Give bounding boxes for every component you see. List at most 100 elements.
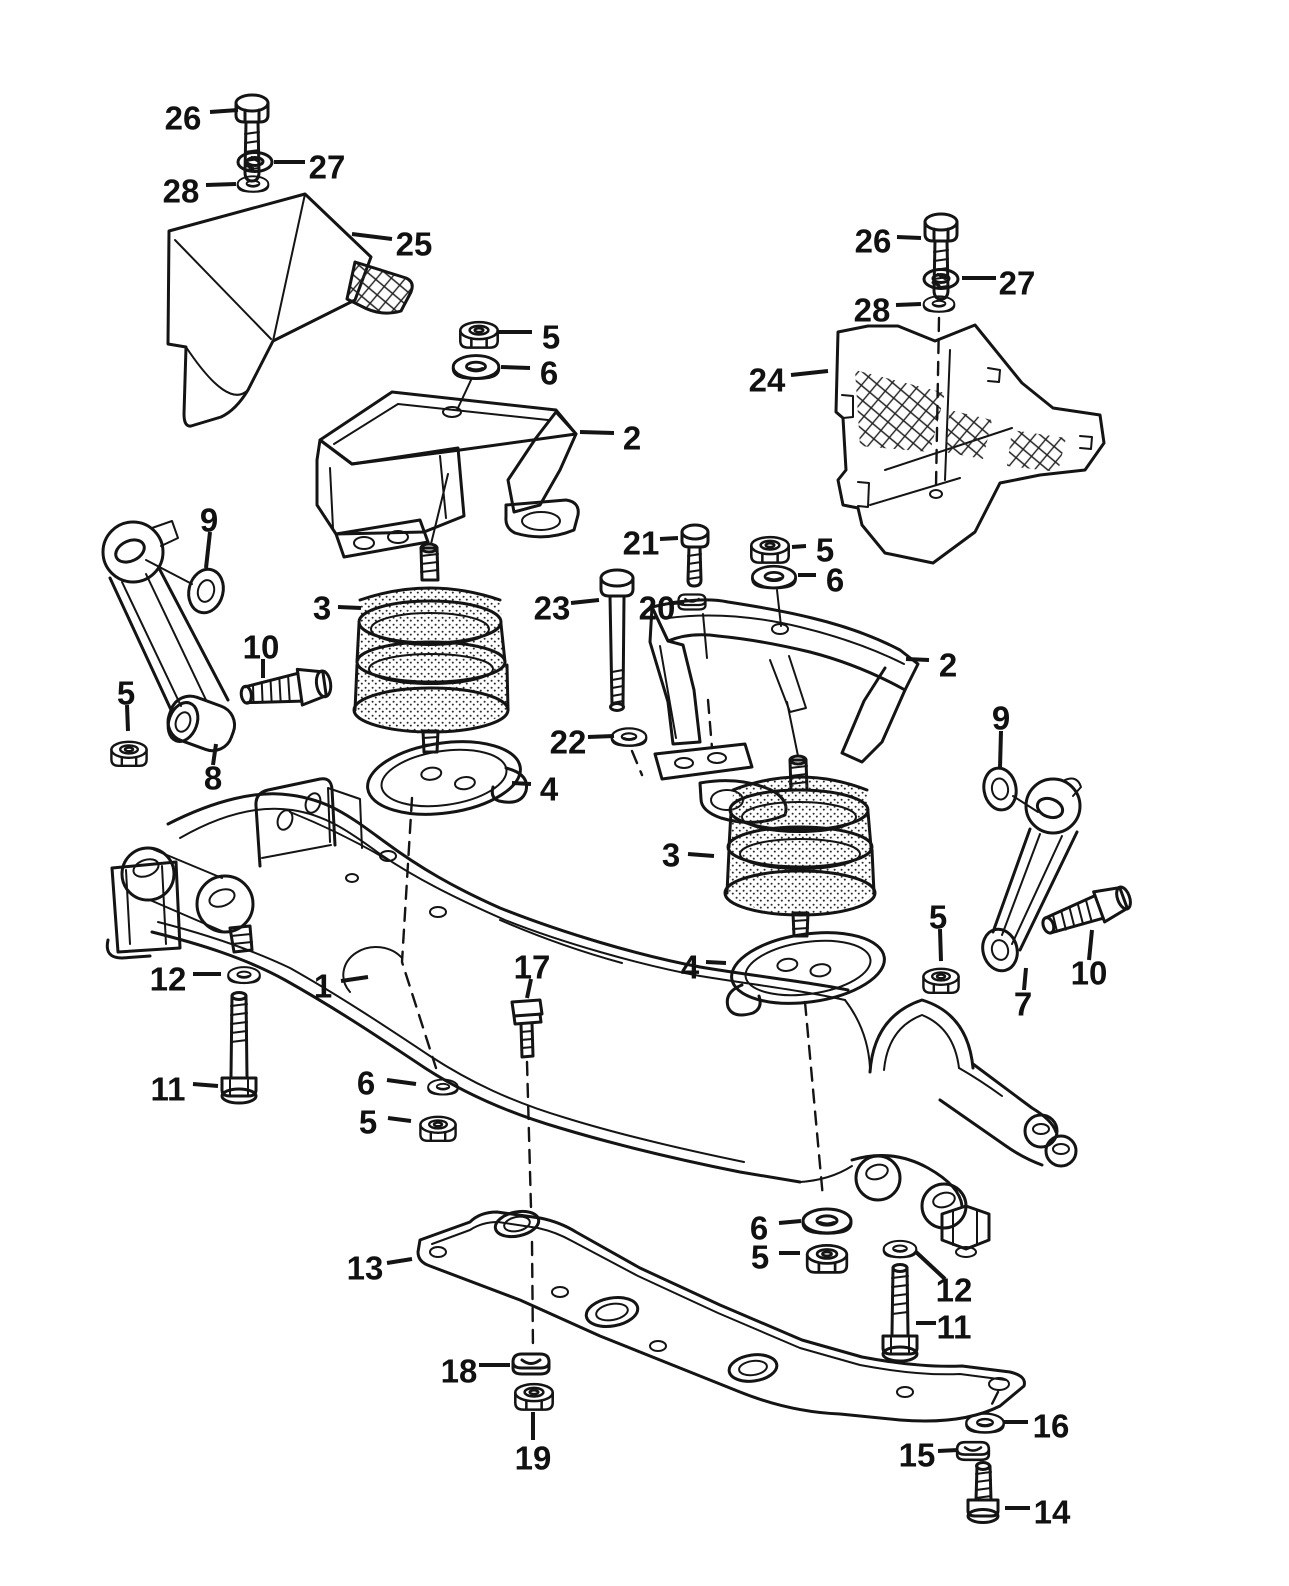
- part-7-support-arm: [981, 777, 1082, 973]
- callout-leader-washer-22: [587, 734, 615, 739]
- callout-label-18-clip-washer: 18: [441, 1353, 478, 1390]
- callout-label-25-heat-shield: 25: [396, 226, 433, 263]
- callout-label-6-washer: 6: [540, 355, 558, 392]
- part-1-crossmember: [105, 777, 1078, 1258]
- callout-leader-lower-crossmember-36: [386, 1257, 413, 1265]
- callout-label-6-washer: 6: [826, 562, 844, 599]
- part-6-washer-bottom: [801, 1207, 853, 1235]
- part-5-nut-bottom: [805, 1244, 849, 1274]
- part-28-washer-left: [236, 175, 270, 193]
- callout-label-26-hex-bolt: 26: [165, 100, 202, 137]
- part-16-washer: [965, 1412, 1005, 1434]
- part-22-washer: [610, 727, 648, 747]
- callout-label-3-engine-mount: 3: [313, 590, 331, 627]
- callout-leader-hex-bolt-33: [192, 1082, 219, 1088]
- callout-label-5-lock-nut: 5: [117, 675, 135, 712]
- callout-leader-support-arm-28: [1022, 967, 1028, 991]
- callout-label-4-retaining-plate: 4: [540, 771, 559, 808]
- callout-label-10-hex-bolt: 10: [1071, 955, 1108, 992]
- part-4-retaining-plate-right: [725, 931, 886, 1017]
- callout-leader-washer-41: [914, 1250, 947, 1281]
- callout-leader-clip-washer-44: [937, 1448, 959, 1453]
- callout-leader-lock-nut-35: [387, 1116, 412, 1123]
- callout-label-28-washer: 28: [163, 173, 200, 210]
- part-23-bolt: [599, 568, 635, 712]
- callout-leader-hex-bolt-4: [896, 235, 922, 240]
- part-9-washer-right: [982, 766, 1018, 812]
- part-5-nut-center: [419, 1115, 457, 1143]
- callout-leader-washer-34: [386, 1078, 417, 1086]
- callout-label-17-square-head-bolt: 17: [514, 949, 551, 986]
- callout-label-9-washer: 9: [992, 700, 1010, 737]
- callout-label-19-flange-nut: 19: [515, 1440, 552, 1477]
- callout-label-8-support-arm: 8: [204, 760, 222, 797]
- callout-leader-engine-mount-bracket-10: [579, 430, 615, 435]
- callout-leader-washer-39: [778, 1219, 802, 1225]
- callout-leader-retaining-plate-23: [511, 781, 532, 786]
- part-12-washer-right: [882, 1239, 918, 1259]
- part-11-bolt-left: [220, 991, 258, 1105]
- callout-label-6-washer: 6: [357, 1065, 375, 1102]
- callout-label-5-lock-nut: 5: [359, 1104, 377, 1141]
- part-6-washer-top-left: [451, 354, 501, 381]
- part-15-clip-washer: [955, 1440, 991, 1462]
- callout-label-2-engine-mount-bracket: 2: [939, 647, 957, 684]
- part-5-nut-top-left: [459, 320, 499, 349]
- callout-leader-washer-6: [895, 302, 922, 307]
- part-6-washer-mid: [751, 564, 797, 590]
- callout-leader-hex-bolt-19: [570, 598, 600, 605]
- callout-leader-hex-bolt-0: [209, 108, 239, 114]
- callout-leader-engine-mount-bracket-21: [905, 657, 930, 662]
- callout-label-12-washer: 12: [936, 1272, 973, 1309]
- callout-label-24-support-bracket: 24: [749, 362, 786, 399]
- callout-leader-washer-11: [204, 531, 212, 569]
- part-11-bolt-right: [881, 1263, 919, 1363]
- part-10-bolt-left: [239, 667, 333, 707]
- callout-leader-washer-2: [205, 182, 237, 187]
- part-5-nut-left: [110, 740, 148, 767]
- callout-label-27-lock-washer: 27: [999, 265, 1036, 302]
- callout-leader-support-arm-15: [211, 743, 218, 766]
- part-18-clip-washer: [511, 1352, 551, 1376]
- callout-label-23-hex-bolt: 23: [534, 590, 571, 627]
- callout-label-28-washer: 28: [854, 292, 891, 329]
- part-9-washer-left: [187, 567, 225, 615]
- callout-label-26-hex-bolt: 26: [855, 223, 892, 260]
- part-4-retaining-plate-left: [366, 740, 529, 816]
- callout-leader-hex-bolt-16: [659, 536, 679, 541]
- part-19-flange-nut: [514, 1382, 554, 1411]
- assembly-dashed-lines: [400, 796, 1000, 1414]
- callout-leader-engine-mount-24: [687, 852, 715, 858]
- callout-leader-engine-mount-12: [337, 605, 362, 610]
- part-5-nut-right: [922, 967, 960, 994]
- callout-label-10-hex-bolt: 10: [243, 629, 280, 666]
- part-25-heat-shield: [166, 192, 414, 428]
- part-17-square-head-bolt: [510, 998, 544, 1059]
- part-21-bolt: [680, 523, 710, 588]
- callout-leader-clip-nut-20: [672, 600, 685, 605]
- callout-label-21-hex-bolt: 21: [623, 525, 660, 562]
- callout-leader-crossmember-31: [340, 975, 369, 983]
- callout-label-27-lock-washer: 27: [309, 149, 346, 186]
- callout-label-11-hex-bolt: 11: [937, 1309, 972, 1346]
- part-3-engine-mount-right: [723, 701, 877, 938]
- part-13-lower-crossmember: [416, 1209, 1026, 1423]
- callout-label-9-washer: 9: [200, 502, 218, 539]
- callout-label-1-crossmember: 1: [314, 968, 332, 1005]
- callout-leader-lock-nut-14: [125, 704, 130, 732]
- callout-label-14-hex-bolt: 14: [1034, 1494, 1071, 1531]
- callout-leader-washer-26: [998, 730, 1003, 769]
- callout-label-6-washer: 6: [750, 1210, 768, 1247]
- callout-leader-square-head-bolt-32: [525, 978, 533, 999]
- callout-label-5-lock-nut: 5: [751, 1239, 769, 1276]
- callout-label-11-hex-bolt: 11: [151, 1071, 186, 1108]
- callout-leader-lock-nut-29: [938, 928, 943, 962]
- callout-label-20-clip-nut: 20: [639, 590, 676, 627]
- part-14-bolt: [966, 1461, 1000, 1524]
- callout-leader-washer-9: [500, 365, 531, 370]
- part-5-nut-mid: [750, 535, 790, 564]
- callout-label-5-lock-nut: 5: [542, 319, 560, 356]
